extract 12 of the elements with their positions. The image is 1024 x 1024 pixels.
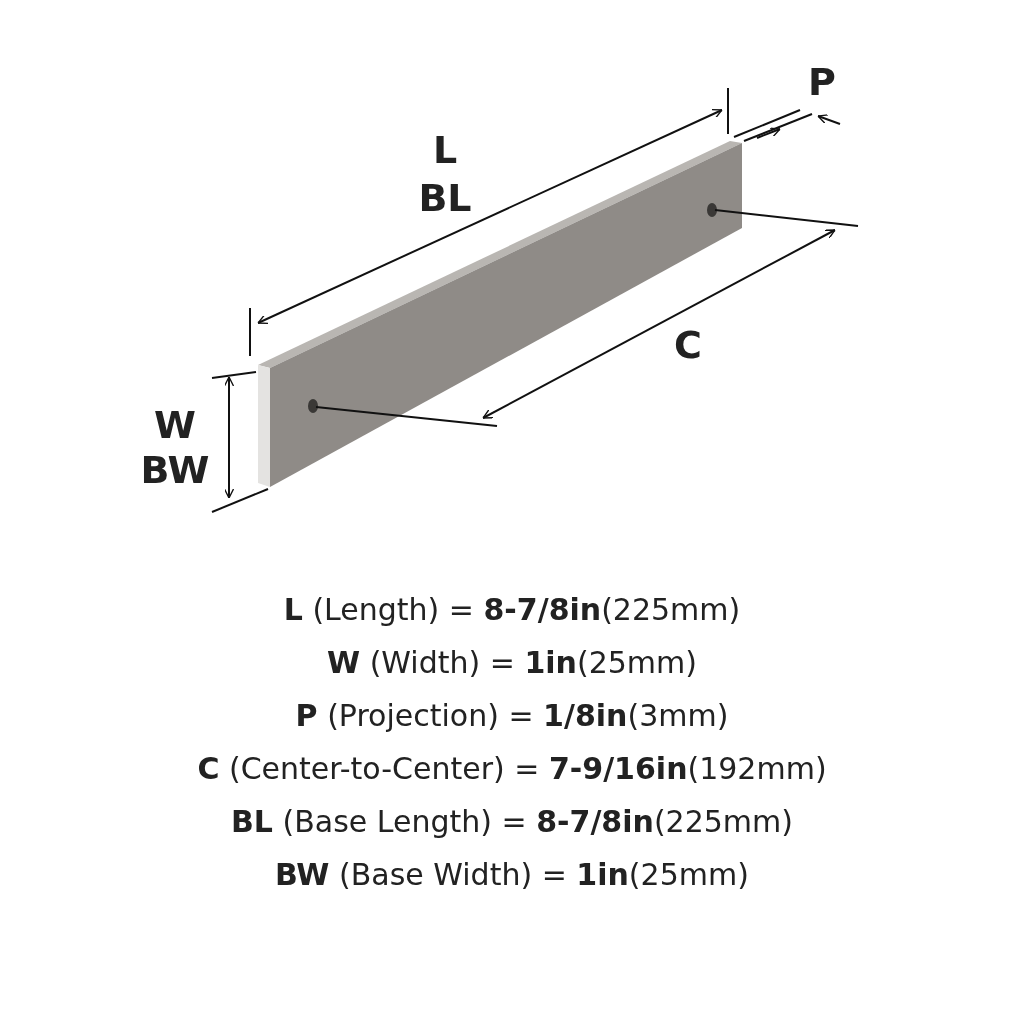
dimension-label: L xyxy=(432,131,458,169)
dimension-label: BL xyxy=(418,179,472,217)
dimension-label: BW xyxy=(140,451,210,489)
dimension-label: C xyxy=(674,326,702,364)
dimension-label: W xyxy=(154,406,196,444)
dimension-spec: P (Projection) = 1/8in(3mm) xyxy=(295,698,729,733)
dimension-spec: BL (Base Length) = 8-7/8in(225mm) xyxy=(231,804,793,839)
dimension-spec: BW (Base Width) = 1in(25mm) xyxy=(275,857,749,892)
dimension-spec: C (Center-to-Center) = 7-9/16in(192mm) xyxy=(197,751,827,786)
dimension-spec: L (Length) = 8-7/8in(225mm) xyxy=(283,592,741,627)
dimension-label: P xyxy=(808,63,836,101)
dimension-spec: W (Width) = 1in(25mm) xyxy=(327,645,697,680)
